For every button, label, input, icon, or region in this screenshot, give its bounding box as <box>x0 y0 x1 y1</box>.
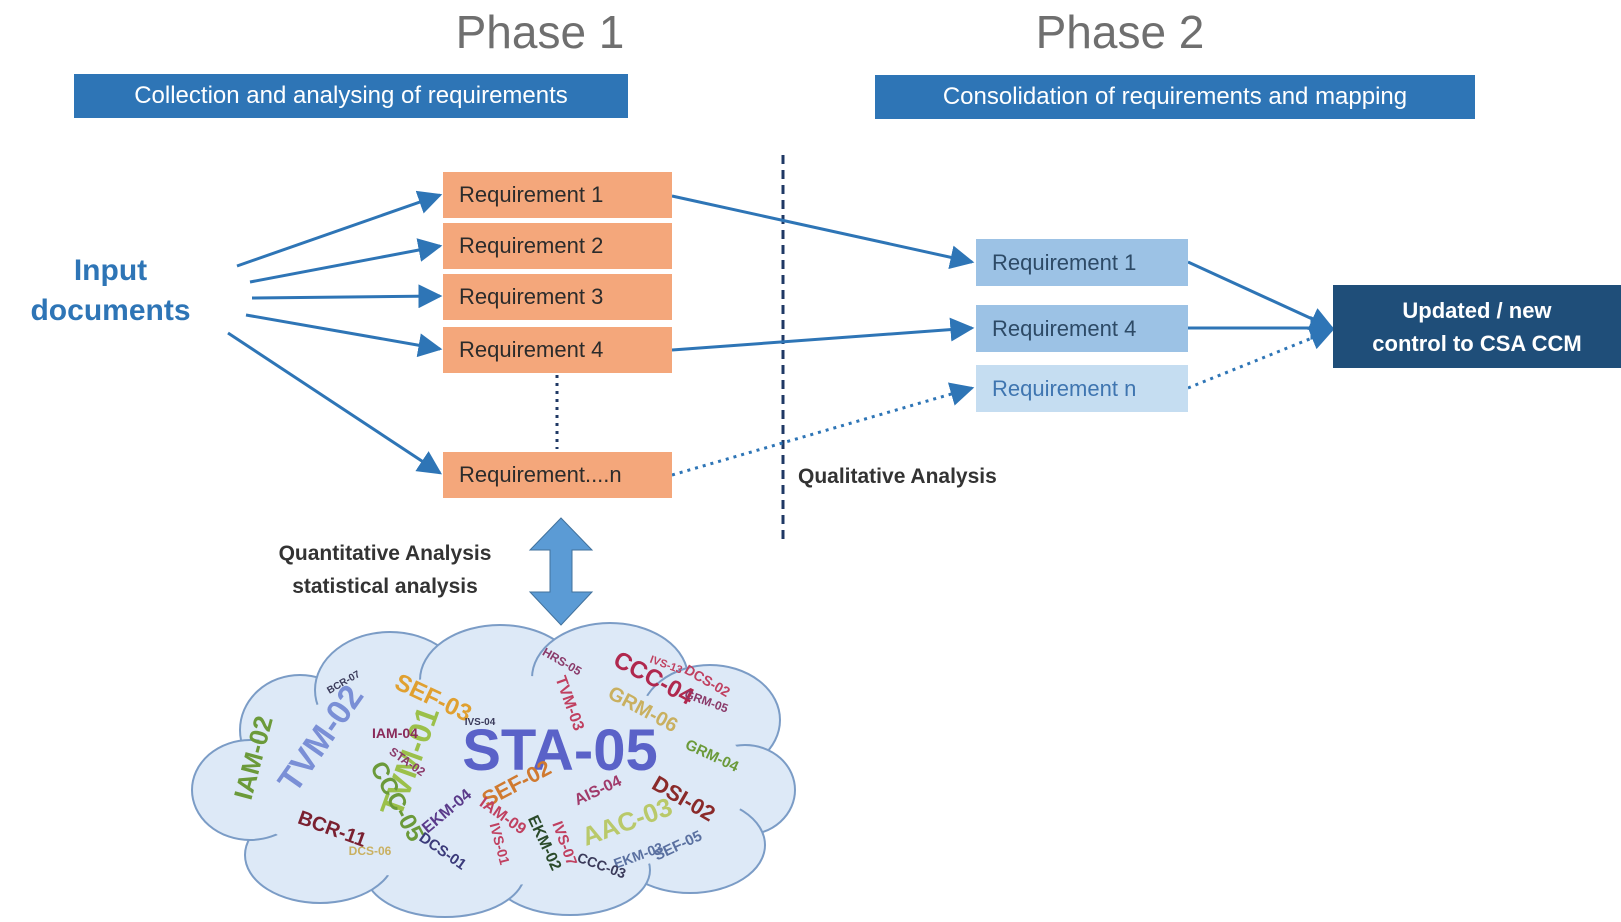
arrow-input-req4 <box>245 313 443 358</box>
output-line1: Updated / new <box>1402 297 1552 323</box>
phase1-title: Phase 1 <box>455 6 625 58</box>
phase1-requirement-4: Requirement 4 <box>443 327 672 373</box>
quantitative-analysis-label: Quantitative Analysis statistical analys… <box>240 537 530 603</box>
input-documents-label: Input documents <box>8 251 213 331</box>
double-headed-arrow <box>528 517 594 626</box>
phase1-requirement-3: Requirement 3 <box>443 274 672 320</box>
phase2-requirement-1: Requirement 1 <box>976 239 1188 286</box>
output-box: Updated / new control to CSA CCM <box>1333 285 1621 368</box>
arrow-input-req3 <box>251 284 443 309</box>
cloud-shape <box>191 622 796 918</box>
arrow-input-reqn <box>227 331 443 475</box>
cloud-word: IVS-04 <box>465 717 496 728</box>
arrow-input-req1 <box>236 190 443 268</box>
arrow-p2req1-to-output <box>1187 260 1335 330</box>
phase2-requirement-4: Requirement 4 <box>976 305 1188 352</box>
cloud-word: IAM-04 <box>372 725 418 741</box>
cloud-word: DCS-06 <box>349 844 392 858</box>
phase1-requirement-1: Requirement 1 <box>443 172 672 218</box>
phase1-banner: Collection and analysing of requirements <box>74 74 628 118</box>
quantitative-line1: Quantitative Analysis <box>278 542 492 565</box>
phase2-title: Phase 2 <box>1035 6 1205 58</box>
qualitative-analysis-label: Qualitative Analysis <box>798 465 997 488</box>
arrow-req1-to-phase2 <box>671 194 975 270</box>
cloud-word: STA-05 <box>462 718 658 783</box>
phase2-requirement-n: Requirement n <box>976 365 1188 412</box>
input-label-line1: Input <box>73 254 148 287</box>
phase1-requirement-n: Requirement....n <box>443 452 672 498</box>
output-line2: control to CSA CCM <box>1372 330 1582 356</box>
arrow-p2reqn-to-output <box>1187 326 1335 390</box>
phase2-banner: Consolidation of requirements and mappin… <box>875 75 1475 119</box>
phase1-requirement-2: Requirement 2 <box>443 223 672 269</box>
arrow-req4-to-phase2 <box>671 317 975 352</box>
quantitative-line2: statistical analysis <box>292 575 478 598</box>
input-label-line2: documents <box>30 294 191 327</box>
arrow-input-req2 <box>249 238 443 284</box>
